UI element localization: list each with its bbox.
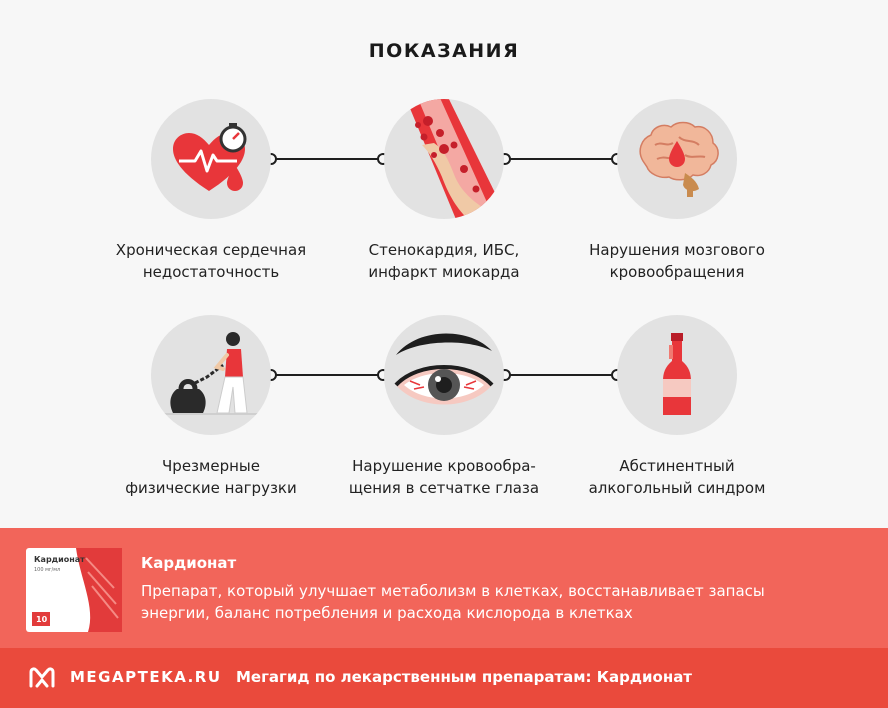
indication-label: Нарушения мозгового кровообращения — [589, 241, 765, 281]
red-eye-icon — [384, 315, 504, 435]
product-pack-image: Кардионат 100 мг/мл 10 — [26, 548, 122, 632]
indication-label: Чрезмерные физические нагрузки — [125, 457, 297, 497]
bottle-icon — [617, 315, 737, 435]
footer-caption: Мегагид по лекарственным препаратам: Кар… — [236, 668, 693, 686]
connector — [271, 158, 383, 160]
indication-label: Нарушение кровообра- щения в сетчатке гл… — [348, 457, 540, 497]
product-name: Кардионат — [141, 554, 237, 572]
pack-brand: Кардионат — [34, 555, 85, 564]
brain-icon — [617, 99, 737, 219]
heart-pressure-icon — [151, 99, 271, 219]
pack-dose: 100 мг/мл — [34, 567, 60, 573]
blood-vessel-icon — [384, 99, 504, 219]
indication-label: Абстинентный алкогольный синдром — [588, 457, 766, 497]
connector — [505, 374, 617, 376]
site-logo-text[interactable]: MEGAPTEKA.RU — [70, 668, 222, 686]
product-description: Препарат, который улучшает метаболизм в … — [141, 582, 765, 622]
indication-label: Стенокардия, ИБС, инфаркт миокарда — [368, 241, 520, 281]
product-banner: Кардионат 100 мг/мл 10 Кардионат Препара… — [0, 528, 888, 648]
page-title: ПОКАЗАНИЯ — [368, 40, 520, 62]
connector — [271, 374, 383, 376]
indications-grid: Хроническая сердечная недостаточность Ст… — [115, 99, 766, 497]
footer: MEGAPTEKA.RU Мегагид по лекарственным пр… — [0, 648, 888, 708]
connector — [505, 158, 617, 160]
indication-label: Хроническая сердечная недостаточность — [115, 241, 307, 281]
kettlebell-woman-icon — [151, 315, 271, 435]
megapteka-logo-icon[interactable] — [28, 666, 56, 690]
pack-count: 10 — [36, 615, 48, 624]
